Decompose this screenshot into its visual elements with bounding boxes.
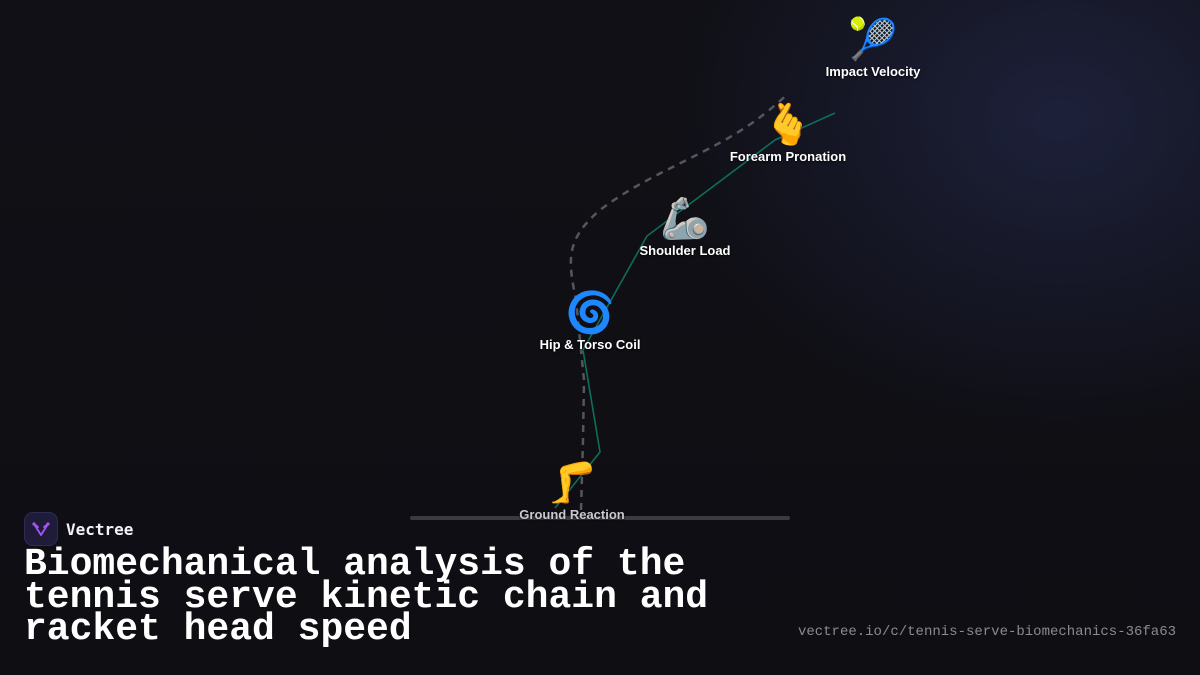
node-label: Hip & Torso Coil xyxy=(539,337,641,352)
cyclone-icon: 🌀 xyxy=(565,291,615,335)
brand[interactable]: Vectree xyxy=(24,512,133,546)
node-label: Forearm Pronation xyxy=(729,149,847,164)
leg-icon: 🦵 xyxy=(547,461,597,505)
node-ground-reaction[interactable]: 🦵 Ground Reaction xyxy=(519,461,624,522)
node-forearm-pronation[interactable]: 🫰 Forearm Pronation xyxy=(730,103,846,164)
node-impact-velocity[interactable]: 🎾 Impact Velocity xyxy=(826,18,921,79)
mechanical-arm-icon: 🦾 xyxy=(660,197,710,241)
share-url[interactable]: vectree.io/c/tennis-serve-biomechanics-3… xyxy=(797,624,1176,640)
brand-name: Vectree xyxy=(66,519,134,539)
page-title: Biomechanical analysis of the tennis ser… xyxy=(24,543,709,651)
node-shoulder-load[interactable]: 🦾 Shoulder Load xyxy=(640,197,731,258)
snapping-hand-icon: 🫰 xyxy=(763,103,813,147)
node-label: Shoulder Load xyxy=(639,243,731,258)
kinetic-chain-link xyxy=(554,112,836,509)
tennis-racket-icon: 🎾 xyxy=(848,18,898,62)
node-label: Ground Reaction xyxy=(519,507,625,522)
vectree-logo-icon xyxy=(24,512,58,546)
node-hip-torso-coil[interactable]: 🌀 Hip & Torso Coil xyxy=(540,291,641,352)
node-label: Impact Velocity xyxy=(825,64,921,79)
racket-trajectory-path xyxy=(569,93,789,511)
